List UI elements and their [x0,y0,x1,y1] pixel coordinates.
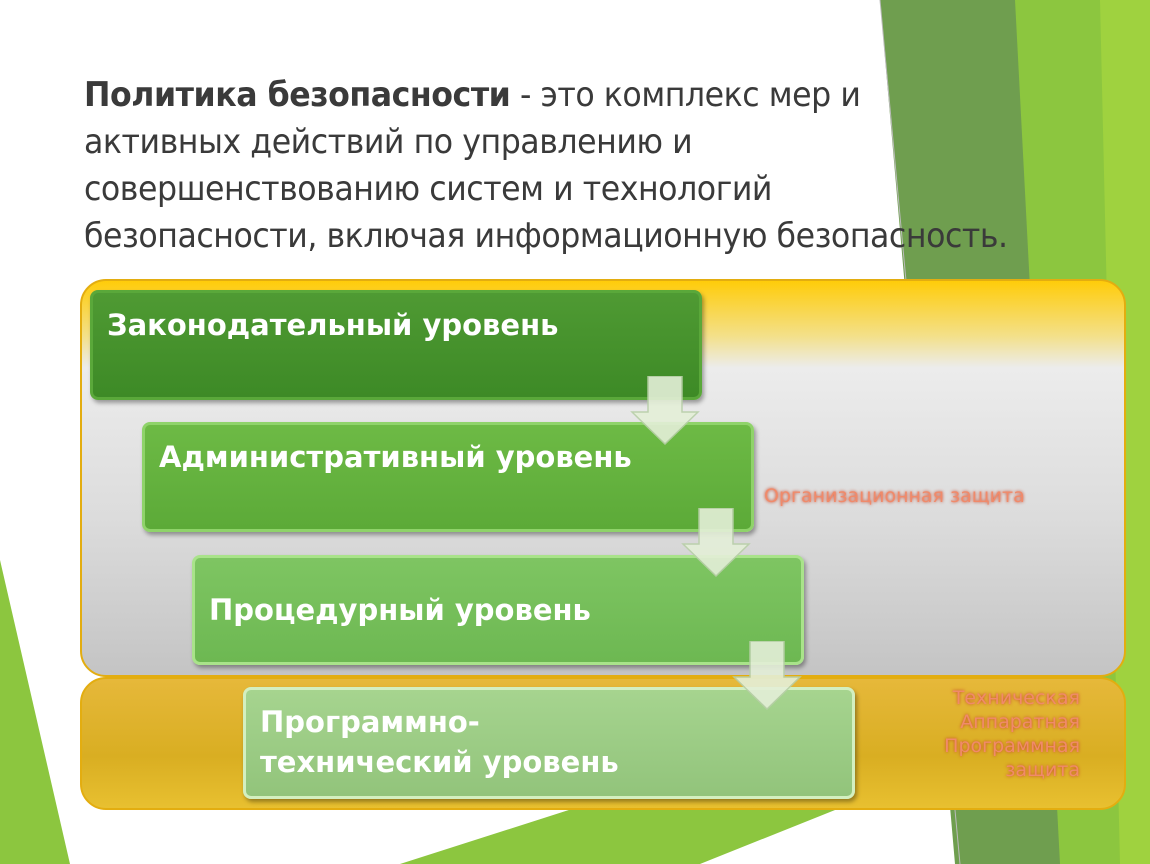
level-software-technical: Программно-технический уровень [243,687,855,799]
organizational-label: Организационная защита [764,485,1025,507]
down-arrow-icon [681,508,751,578]
down-arrow-icon [732,641,802,711]
level-label: Программно-технический уровень [260,705,619,779]
level-label: Процедурный уровень [209,593,591,627]
level-procedural: Процедурный уровень [192,555,804,665]
down-arrow-icon [630,376,700,446]
technical-label: Техническая Аппаратная Программная защит… [900,686,1080,782]
technical-line: Программная [944,735,1080,757]
level-legislative: Законодательный уровень [90,290,702,400]
slide-title: Политика безопасности - это комплекс мер… [84,72,1014,260]
technical-line: Аппаратная [960,711,1080,733]
title-term: Политика безопасности [84,75,511,115]
title-definition: - это комплекс мер и активных действий п… [84,75,1008,256]
technical-line: Техническая [952,687,1080,709]
level-administrative: Административный уровень [142,422,754,532]
technical-line: защита [1005,759,1080,781]
